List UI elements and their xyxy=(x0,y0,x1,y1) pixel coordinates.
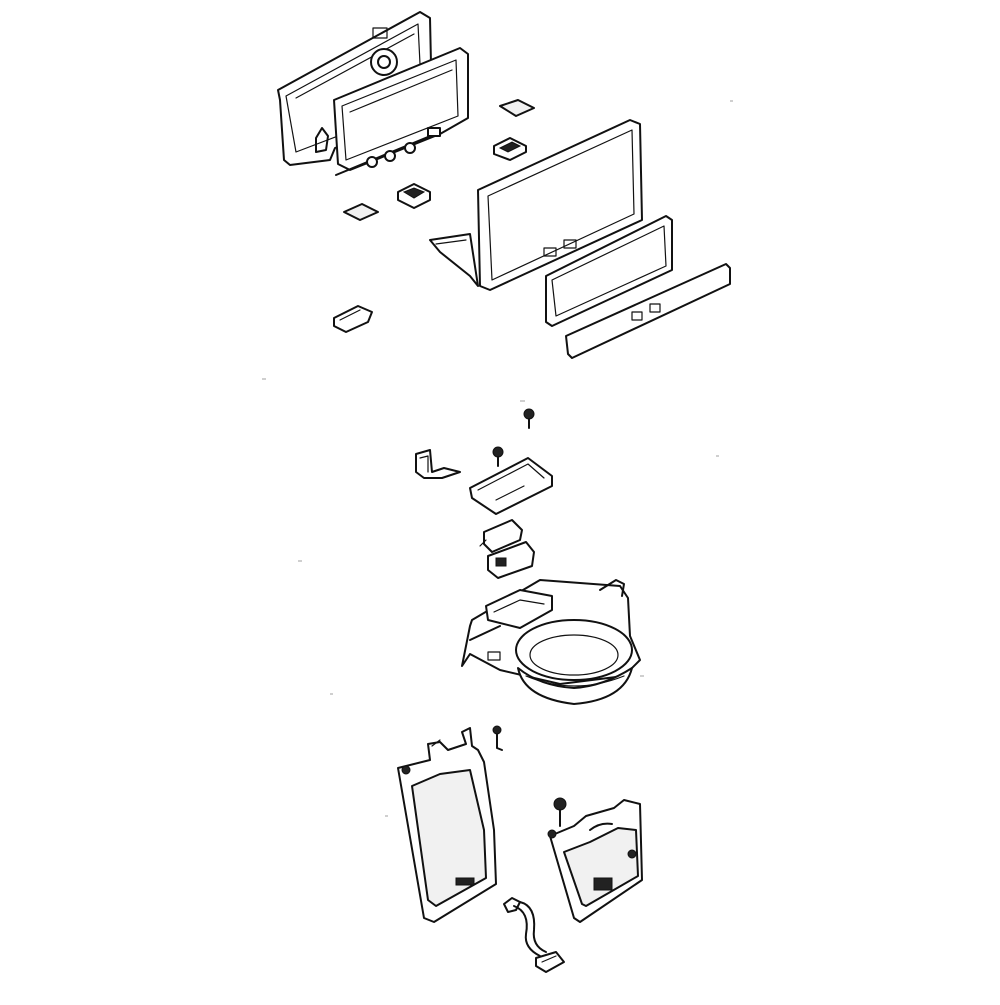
clip-pad-top xyxy=(499,99,535,117)
small-dispenser-paddle xyxy=(547,799,643,923)
clip-cap xyxy=(333,305,373,333)
switch-cover xyxy=(469,457,553,515)
large-dispenser-paddle xyxy=(397,727,497,923)
funnel-chute-assembly xyxy=(461,579,641,705)
front-control-panel xyxy=(429,119,643,291)
panel-overlay xyxy=(545,215,673,327)
display-circuit-board xyxy=(333,47,469,176)
button-strip xyxy=(565,263,731,359)
lever-bracket xyxy=(415,449,461,479)
clip-pad-left xyxy=(343,203,379,221)
screw-set xyxy=(492,408,567,827)
background-specks xyxy=(262,100,733,817)
micro-switch-assembly xyxy=(479,519,535,579)
small-clip-set xyxy=(333,99,535,333)
wire-harness xyxy=(503,897,565,973)
